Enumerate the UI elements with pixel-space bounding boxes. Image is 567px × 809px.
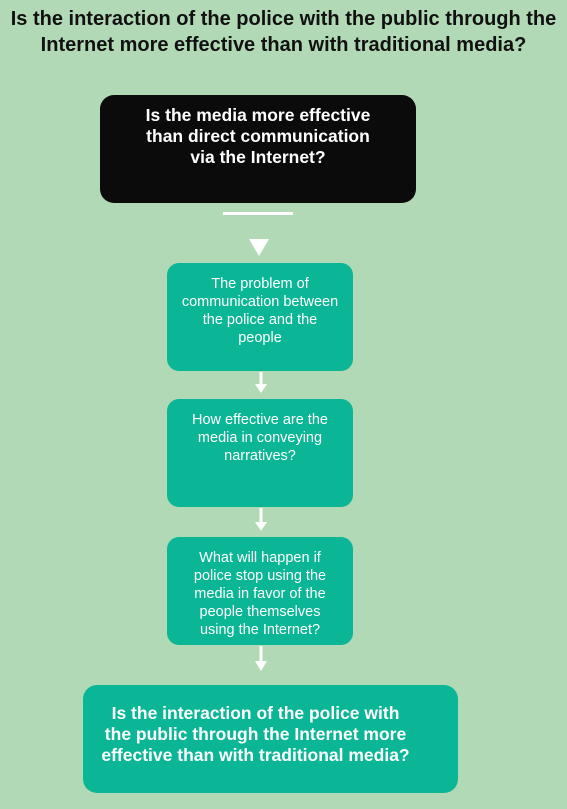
step-box-3: What will happen if police stop using th… [167, 537, 353, 645]
step-3-text: What will happen if police stop using th… [193, 550, 327, 638]
top-question-text: Is the media more effective than direct … [145, 105, 371, 167]
divider-line [223, 212, 293, 215]
arrow-down-2 [255, 372, 267, 393]
diagram-title: Is the interaction of the police with th… [10, 8, 557, 56]
arrow-down-3 [255, 508, 267, 531]
conclusion-text: Is the interaction of the police with th… [101, 703, 410, 765]
arrow-down-1 [249, 239, 269, 256]
step-box-2: How effective are the media in conveying… [167, 399, 353, 507]
arrow-down-4 [255, 646, 267, 671]
step-2-text: How effective are the media in conveying… [192, 412, 328, 464]
conclusion-box: Is the interaction of the police with th… [83, 685, 458, 793]
top-question-box: Is the media more effective than direct … [100, 95, 416, 203]
step-1-text: The problem of communication between the… [181, 276, 339, 346]
step-box-1: The problem of communication between the… [167, 263, 353, 371]
